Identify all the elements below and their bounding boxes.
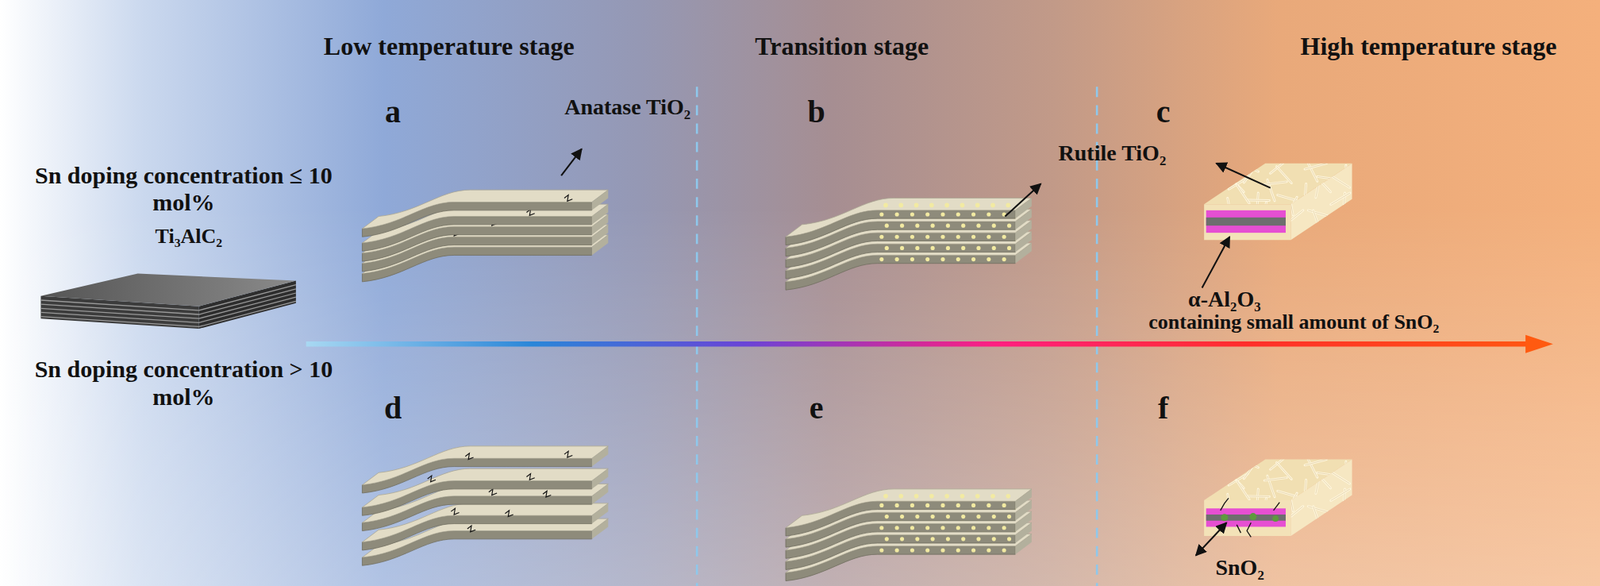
temperature-axis — [306, 334, 1554, 354]
leader-arrows — [561, 149, 1271, 556]
panel-letter: c — [1156, 93, 1171, 131]
phase-label: SnO₂ — [1215, 554, 1264, 581]
panel-letter: e — [809, 389, 824, 427]
phase-label: Rutile TiO₂ — [1058, 140, 1167, 166]
material-label: Ti₃AlC₂ — [155, 224, 223, 249]
panel-letter: a — [384, 93, 401, 131]
note-label: containing small amount of SnO₂ — [1148, 310, 1439, 335]
stage-title: High temperature stage — [1300, 30, 1558, 61]
layered-stacks — [361, 189, 1031, 581]
panel-letter: f — [1157, 389, 1169, 427]
oxide-block-f — [1187, 453, 1376, 544]
condition-label: Sn doping concentration > 10 mol% — [12, 355, 354, 411]
ti3alc2-slab — [40, 273, 296, 329]
stage-title: Low temperature stage — [323, 30, 575, 61]
condition-label: Sn doping concentration ≤ 10 mol% — [12, 161, 354, 216]
dashed-dividers — [696, 86, 1097, 586]
stage-title: Transition stage — [754, 30, 929, 61]
phase-label: α-Al₂O₃ — [1188, 286, 1262, 312]
oxide-block-c — [1187, 157, 1376, 248]
panel-letter: b — [807, 93, 825, 131]
panel-letter: d — [384, 389, 402, 427]
phase-label: Anatase TiO₂ — [564, 94, 691, 120]
